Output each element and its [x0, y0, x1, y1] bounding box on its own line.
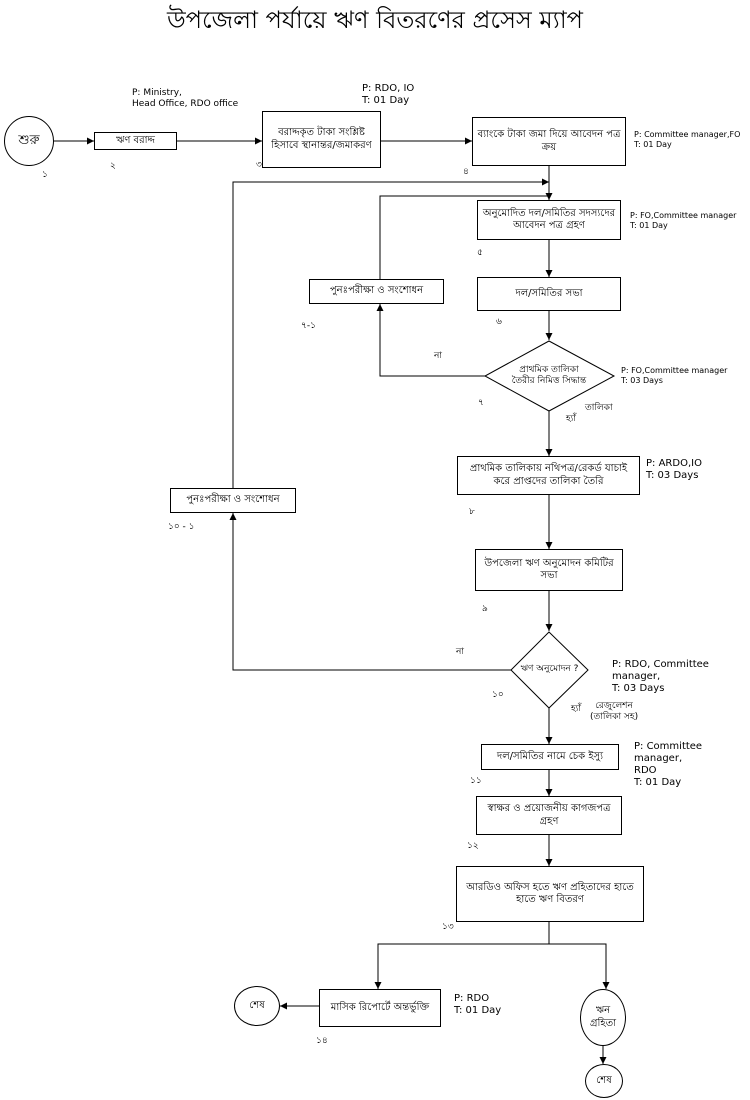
- step-number: ৩: [256, 160, 262, 170]
- edge-label-yes-10: হ্যাঁ: [571, 704, 581, 714]
- step-number: ৪: [463, 167, 469, 177]
- annotation-step-8: P: ARDO,IO T: 03 Days: [646, 458, 702, 481]
- step-fund-transfer[interactable]: বরাদ্দকৃত টাকা সংশ্লিষ্ট হিসাবে স্থানান্…: [262, 111, 381, 168]
- start-terminal[interactable]: শুরু: [4, 116, 54, 166]
- step-number: ১১: [470, 776, 482, 786]
- step-number: ১৪: [316, 1036, 328, 1046]
- edge-n7-n71: [376, 304, 485, 377]
- step-recheck-correct-1[interactable]: পুনঃপরীক্ষা ও সংশোধন: [309, 279, 444, 304]
- step-number: ৬: [496, 317, 502, 327]
- page-title: উপজেলা পর্যায়ে ঋণ বিতরণের প্রসেস ম্যাপ: [167, 6, 583, 34]
- step-cheque-issue[interactable]: দল/সমিতির নামে চেক ইস্যু: [481, 744, 619, 770]
- step-monthly-report[interactable]: মাসিক রিপোর্টে অন্তর্ভুক্তি: [319, 989, 441, 1027]
- edge-label-list-7: তালিকা: [585, 403, 613, 413]
- edge-split-n14: [374, 943, 549, 989]
- step-loan-allocation[interactable]: ঋণ বরাদ্দ: [94, 132, 177, 150]
- annotation-step-2: P: Ministry, Head Office, RDO office: [132, 88, 239, 109]
- step-number: ৭: [478, 398, 484, 408]
- end-terminal-1[interactable]: শেষ: [234, 986, 280, 1026]
- edge-label-yes-7: হ্যাঁ: [566, 414, 576, 424]
- decision-diamond-10: [510, 631, 589, 709]
- step-number: ১০ - ১: [168, 522, 195, 532]
- step-signature-documents[interactable]: স্বাক্ষর ও প্রয়োজনীয় কাগজপত্র গ্রহণ: [476, 796, 622, 835]
- edge-n10-n101: [229, 513, 511, 671]
- loan-recipient-terminal[interactable]: ঋন গ্রহিতা: [580, 989, 626, 1046]
- step-group-meeting[interactable]: দল/সমিতির সভা: [477, 277, 621, 311]
- step-verify-records[interactable]: প্রাথমিক তালিকায় নথিপত্র/রেকর্ড যাচাই ক…: [457, 456, 640, 495]
- step-loan-disbursement[interactable]: আরডিও অফিস হতে ঋণ প্রহিতাদের হাতে হাতে ঋ…: [456, 866, 644, 922]
- step-recheck-correct-2[interactable]: পুনঃপরীক্ষা ও সংশোধন: [170, 488, 296, 513]
- step-number: ১০: [492, 690, 504, 700]
- annotation-step-3: P: RDO, IO T: 01 Day: [362, 83, 415, 106]
- decision-preliminary-list[interactable]: প্রাথমিক তালিকা তৈরীর নিমিত্ত সিদ্ধান্ত: [511, 364, 587, 386]
- step-number: ১: [42, 170, 48, 180]
- edge-label-no-7: না: [434, 351, 442, 361]
- edge-label-no-10: না: [456, 647, 464, 657]
- edge-n101-loop: [232, 178, 549, 488]
- step-number: ২: [110, 161, 116, 171]
- step-receive-applications[interactable]: অনুমোদিত দল/সমিতির সদস্যদের আবেদন পত্র গ…: [477, 200, 621, 240]
- decision-diamond-7: [483, 340, 616, 412]
- step-upazila-committee-meeting[interactable]: উপজেলা ঋণ অনুমোদন কমিটির সভা: [475, 549, 623, 591]
- end-terminal-2[interactable]: শেষ: [585, 1064, 623, 1098]
- step-number: ৭-১: [301, 321, 316, 331]
- edge-split-rec: [549, 943, 610, 989]
- step-number: ৫: [477, 248, 483, 258]
- annotation-step-14: P: RDO T: 01 Day: [454, 993, 502, 1016]
- step-number: ১২: [467, 841, 479, 851]
- step-number: ১৩: [442, 922, 454, 932]
- step-number: ৯: [482, 604, 488, 614]
- edge-n71-loop: [379, 195, 549, 279]
- annotation-step-4: P: Committee manager,FO T: 01 Day: [634, 130, 741, 149]
- annotation-step-5: P: FO,Committee manager T: 01 Day: [630, 211, 737, 230]
- annotation-step-7: P: FO,Committee manager T: 03 Days: [621, 366, 728, 385]
- step-number: ৮: [469, 507, 475, 517]
- annotation-step-10: P: RDO, Committee manager, T: 03 Days: [612, 659, 709, 694]
- edge-label-resolution-10: রেজুলেশন (তালিকা সহ): [590, 701, 639, 722]
- annotation-step-11: P: Committee manager, RDO T: 01 Day: [634, 741, 703, 788]
- decision-loan-approval[interactable]: ঋণ অনুমোদন ?: [520, 664, 579, 675]
- step-application-purchase[interactable]: ব্যাংকে টাকা জমা দিয়ে আবেদন পত্র ক্রয়: [472, 117, 626, 166]
